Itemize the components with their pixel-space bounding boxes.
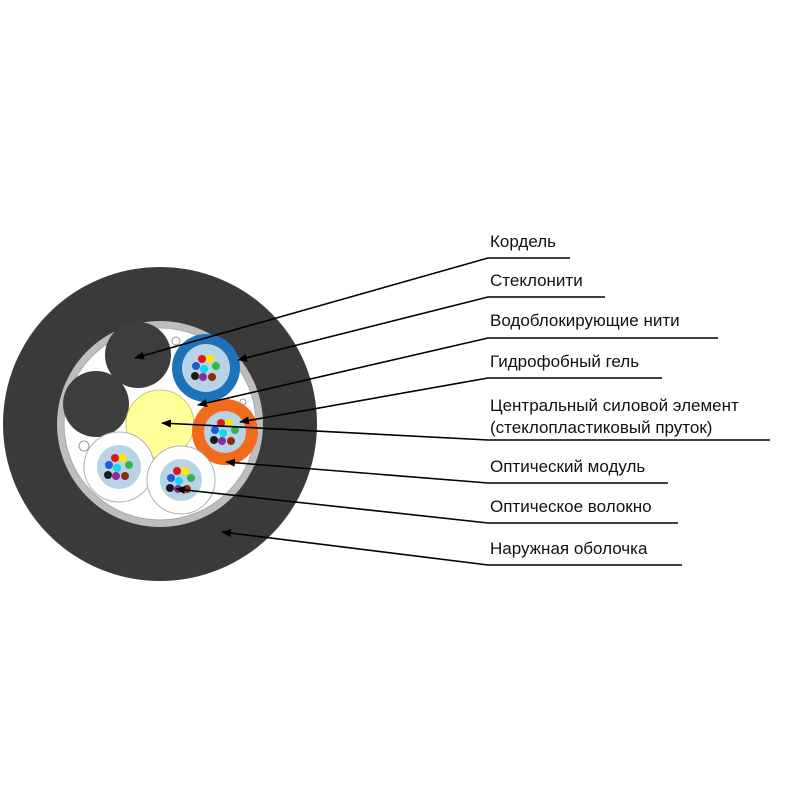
water-blocking-thread — [171, 336, 181, 346]
optical-fiber — [112, 472, 120, 480]
optical-fiber — [175, 477, 183, 485]
optical-fiber — [212, 362, 220, 370]
optical-fiber — [231, 426, 239, 434]
leader-hydrophobic-gel — [239, 377, 662, 425]
label-cord: Кордель — [490, 232, 557, 251]
leader-water-blocking — [197, 337, 718, 407]
optical-fiber — [225, 419, 233, 427]
optical-fiber — [200, 365, 208, 373]
optical-fiber — [166, 484, 174, 492]
optical-fiber — [119, 454, 127, 462]
optical-fibers — [104, 355, 239, 493]
optical-fiber — [181, 467, 189, 475]
optical-fiber — [173, 467, 181, 475]
leader-outer-sheath — [221, 529, 682, 566]
optical-fiber — [198, 355, 206, 363]
optical-fiber — [219, 429, 227, 437]
optical-fiber — [105, 461, 113, 469]
optical-fiber — [206, 355, 214, 363]
leader-optical-module — [225, 458, 668, 484]
optical-fiber — [227, 437, 235, 445]
optical-fiber — [183, 485, 191, 493]
label-optical-fiber: Оптическое волокно — [490, 497, 652, 516]
label-central-strength-member-note: (стеклопластиковый пруток) — [490, 418, 713, 437]
label-hydrophobic-gel: Гидрофобный гель — [490, 352, 640, 371]
leader-glass-threads — [237, 296, 605, 362]
leader-cord — [134, 257, 570, 360]
label-central-strength-member: Центральный силовой элемент — [490, 396, 739, 415]
optical-fiber — [125, 461, 133, 469]
leader-optical-fiber — [175, 485, 678, 524]
optical-fiber — [187, 474, 195, 482]
label-glass-threads: Стеклонити — [490, 271, 583, 290]
optical-fiber — [113, 464, 121, 472]
optical-fiber — [208, 373, 216, 381]
label-water-blocking-threads: Водоблокирующие нити — [490, 311, 680, 330]
optical-fiber — [111, 454, 119, 462]
leader-central-member — [161, 419, 770, 441]
optical-fiber — [191, 372, 199, 380]
water-blocking-thread — [78, 440, 90, 452]
optical-fiber — [167, 474, 175, 482]
optical-fiber — [211, 426, 219, 434]
optical-fiber — [210, 436, 218, 444]
optical-fiber — [192, 362, 200, 370]
label-optical-module: Оптический модуль — [490, 457, 646, 476]
cord — [63, 371, 129, 437]
optical-fiber — [104, 471, 112, 479]
optical-fiber — [218, 437, 226, 445]
leader-lines — [134, 257, 770, 566]
optical-fiber — [217, 419, 225, 427]
optical-fiber — [121, 472, 129, 480]
optical-fiber — [199, 373, 207, 381]
label-outer-sheath: Наружная оболочка — [490, 539, 648, 558]
